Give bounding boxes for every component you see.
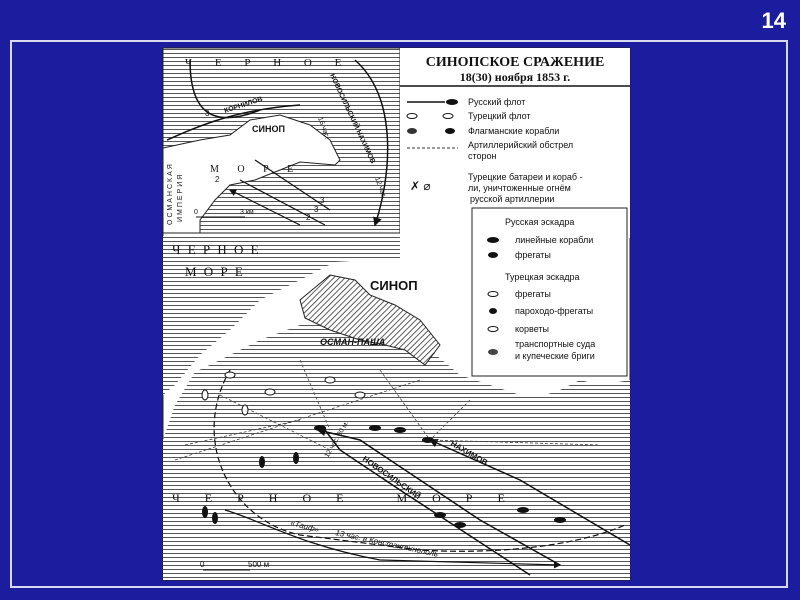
russian-squadron-title: Русская эскадра [505, 217, 574, 227]
main-sea [163, 236, 400, 395]
inset-num: 2 [215, 175, 220, 184]
inset-num: 2 [306, 213, 311, 222]
main-scale-label: 500 м [248, 560, 269, 569]
legend-label: линейные корабли [515, 235, 593, 245]
transport-icon [488, 349, 498, 355]
main-routes [174, 359, 631, 576]
inset-city-label: СИНОП [252, 124, 285, 134]
turkish-frigate-icon [487, 291, 499, 297]
legend-label: транспортные суда [515, 339, 595, 349]
map-subtitle: 18(30) ноября 1853 г. [460, 70, 570, 84]
main-sea-top-label: Ч Е Р Н О Е [172, 242, 261, 257]
sinop-city [299, 274, 441, 366]
ship-of-line-icon [487, 237, 499, 243]
empire-label: ОСМАНСКАЯ [167, 162, 174, 225]
steam-frigate-icon [489, 308, 497, 314]
inset-num: 3 [320, 196, 325, 205]
legend-label: и купеческие бриги [515, 351, 595, 361]
squadron-legend: Русская эскадра линейные корабли фрегаты… [471, 207, 628, 377]
ship-markers [201, 371, 566, 528]
main-city-label: СИНОП [370, 278, 418, 293]
inset-scale-label: 3 км [240, 209, 254, 216]
main-sea-bay [163, 320, 630, 580]
main-sea-top2-label: М О Р Е [185, 264, 245, 279]
legend-label: корветы [515, 324, 549, 334]
frigate-icon [488, 252, 498, 258]
legend-label: Русский флот [468, 97, 525, 107]
legend-label: пароходо-фрегаты [515, 306, 593, 316]
legend-label: Турецкие батареи и кораб - [468, 172, 583, 182]
main-sea-bottom-label: Ч Е Р Н О Е М О Р Е [172, 491, 516, 505]
turkish-fleet-icon [406, 113, 418, 119]
map-title: СИНОПСКОЕ СРАЖЕНИЕ [426, 55, 605, 70]
slide-number: 14 [761, 8, 786, 33]
legend-label: ли, уничтоженные огнём [468, 183, 571, 193]
inset-sea-bottom-label: М О Р Е [210, 164, 301, 175]
inset-num: 3 [314, 205, 319, 214]
inset-scale-zero: 0 [194, 209, 198, 216]
legend-label: фрегаты [515, 289, 551, 299]
osman-pasha-label: ОСМАН-ПАША [320, 337, 385, 347]
turkish-squadron-title: Турецкая эскадра [505, 272, 580, 282]
flagship-icon [407, 128, 417, 134]
inset-num: 3 [205, 109, 210, 118]
legend-label: Флагманские корабли [468, 126, 559, 136]
empire2-label: ИМПЕРИЯ [177, 173, 184, 222]
corvette-icon [487, 326, 499, 332]
destroyed-battery-icon: ✗ ⌀ [410, 179, 431, 193]
legend-label: русской артиллерии [470, 194, 554, 204]
legend-label: Артиллерийский обстрел [468, 140, 573, 150]
main-scale-zero: 0 [200, 560, 205, 569]
legend: СИНОПСКОЕ СРАЖЕНИЕ 18(30) ноября 1853 г.… [400, 48, 630, 238]
legend-label: фрегаты [515, 250, 551, 260]
legend-label: сторон [468, 151, 497, 161]
legend-label: Турецкий флот [468, 111, 531, 121]
inset-map: Ч Е Р Н О Е М О Р Е СИНОП КОРНИЛОВ НОВОС… [162, 47, 401, 233]
slide-frame [10, 40, 788, 588]
inset-sea-top-label: Ч Е Р Н О Е [185, 57, 351, 69]
